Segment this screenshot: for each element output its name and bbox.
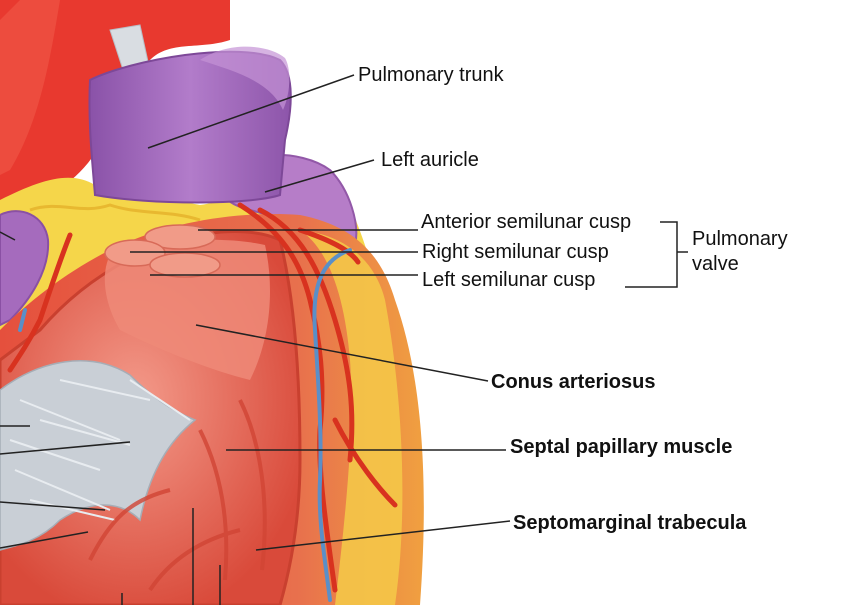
chordae-tendineae xyxy=(0,360,197,551)
leader-lines xyxy=(0,74,688,605)
label-conus-arteriosus: Conus arteriosus xyxy=(491,371,656,393)
label-left-auricle: Left auricle xyxy=(381,149,479,171)
coronary-veins xyxy=(18,248,352,602)
label-pulmonary-valve-line2: valve xyxy=(692,253,739,275)
label-septomarginal-trabecula: Septomarginal trabecula xyxy=(513,512,747,534)
label-right-semilunar-cusp: Right semilunar cusp xyxy=(422,241,609,263)
label-left-semilunar-cusp: Left semilunar cusp xyxy=(422,269,596,291)
right-cusp-shape xyxy=(104,239,166,267)
pulmonary-trunk-branch xyxy=(200,46,290,110)
fat-detail xyxy=(29,203,201,222)
label-pulmonary-valve-line1: Pulmonary xyxy=(692,228,788,250)
anterior-cusp-shape xyxy=(144,224,216,250)
chordae-strands xyxy=(9,379,191,521)
label-anterior-semilunar-cusp: Anterior semilunar cusp xyxy=(421,211,632,233)
label-septal-papillary-muscle: Septal papillary muscle xyxy=(510,436,733,458)
label-pulmonary-trunk: Pulmonary trunk xyxy=(358,64,504,86)
coronary-arteries xyxy=(7,202,398,593)
left-cusp-shape xyxy=(149,252,221,278)
trabeculae-carneae xyxy=(88,399,267,592)
aorta-highlight xyxy=(0,0,60,175)
right-auricle-shape xyxy=(0,210,50,327)
pulmonary-trunk-shape xyxy=(88,50,292,204)
